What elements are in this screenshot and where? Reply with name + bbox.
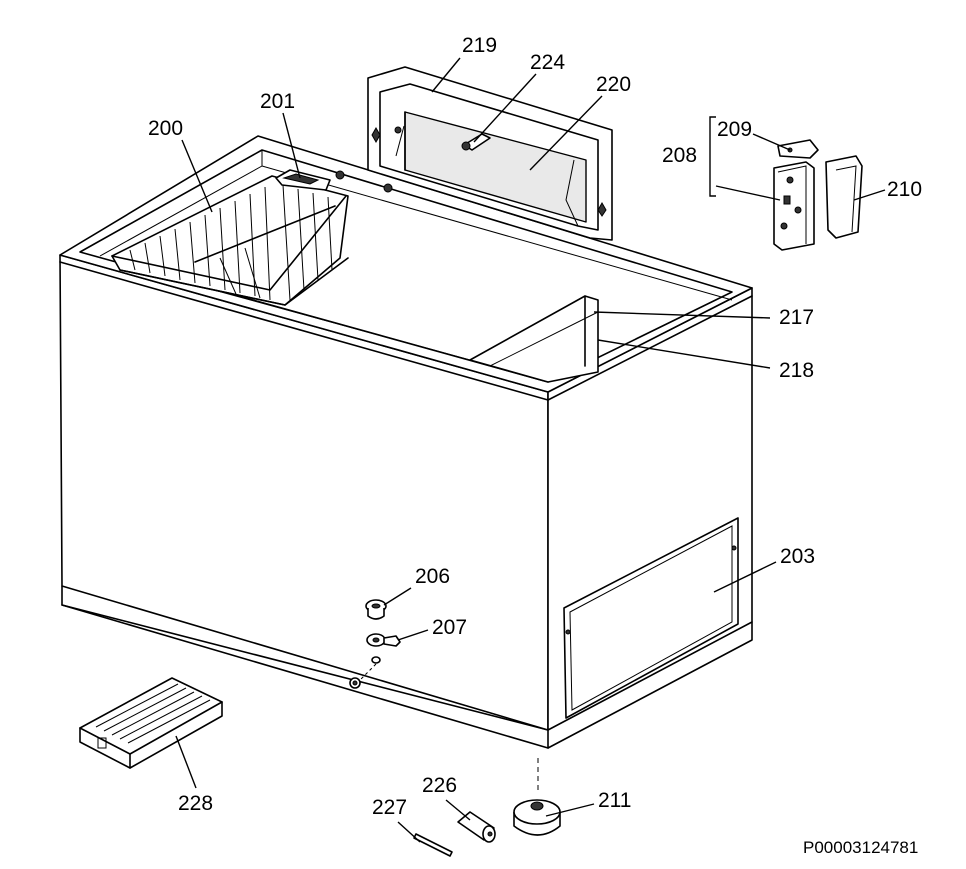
label-226: 226	[422, 774, 457, 797]
thermostat-assembly	[709, 116, 863, 251]
label-203: 203	[780, 545, 815, 568]
label-209: 209	[717, 118, 752, 141]
label-218: 218	[779, 359, 814, 382]
drain-plug-parts	[359, 599, 401, 681]
label-224: 224	[530, 51, 565, 74]
drip-tray	[79, 677, 223, 769]
label-206: 206	[415, 565, 450, 588]
drawing-code: P00003124781	[803, 838, 918, 857]
label-227: 227	[372, 796, 407, 819]
drain-rod	[413, 833, 453, 857]
leader-lines	[175, 57, 886, 843]
storage-basket	[111, 175, 349, 306]
label-200: 200	[148, 117, 183, 140]
label-208: 208	[662, 144, 697, 167]
label-211: 211	[598, 789, 631, 812]
adjustable-foot	[513, 758, 561, 836]
label-220: 220	[596, 73, 631, 96]
drain-tube	[457, 811, 496, 843]
label-210: 210	[887, 178, 922, 201]
label-201: 201	[260, 90, 295, 113]
basket-handle	[275, 169, 331, 191]
lid-assembly	[367, 66, 613, 241]
compressor-cover-panel	[563, 517, 739, 719]
label-217: 217	[779, 306, 814, 329]
label-207: 207	[432, 616, 467, 639]
label-219: 219	[462, 34, 497, 57]
part-labels: 200 201 219 224 220 209 208 210 217 218 …	[148, 34, 922, 857]
label-228: 228	[178, 792, 213, 815]
